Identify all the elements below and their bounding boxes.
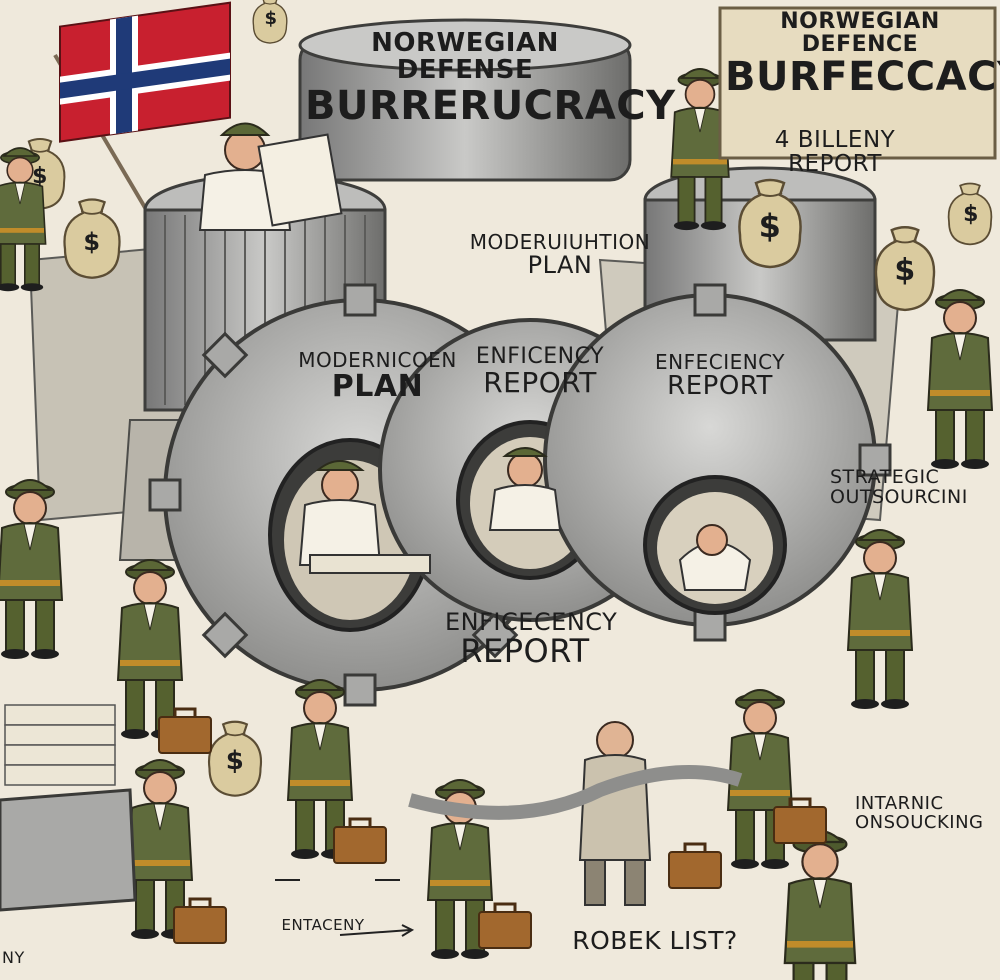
money-symbol-4: $ (894, 253, 916, 288)
corner-label: NY (2, 948, 25, 967)
gear-left-label: MODERNICOEN PLAN (290, 350, 465, 403)
strategic-line1: STRATEGIC (830, 466, 940, 488)
billion-report-label: 4 BILLENY REPORT (765, 128, 905, 176)
gear-right-label: ENFECIENCY REPORT (640, 352, 800, 400)
gear-left-line1: MODERNICOEN (298, 348, 457, 372)
money-symbol-6: $ (225, 746, 245, 776)
bureaucrat-in-gear-right (678, 524, 752, 591)
bottom-gear-label: ENFICECENCY REPORT (445, 608, 618, 671)
gear-center-line1: ENFICENCY (475, 344, 605, 369)
money-symbol-1: $ (32, 164, 48, 189)
center-plan-line2: PLAN (527, 251, 593, 279)
pipes (408, 765, 743, 820)
sign-title-line1: NORWEGIAN DEFENCE (780, 9, 940, 58)
center-plan-line1: MODERUIUHTION (469, 230, 651, 254)
report-sign-board (718, 6, 997, 160)
money-symbol-2: $ (83, 228, 101, 256)
internal-label: INTARNIC ONSOUCKING (855, 793, 1000, 833)
gear-center-line2: REPORT (483, 366, 597, 400)
top-title-line2: BURRERUCRACY (305, 82, 676, 129)
internal-line2: ONSOUCKING (855, 811, 984, 833)
money-symbol-7: $ (264, 8, 278, 29)
gear-center-label: ENFICENCY REPORT (465, 344, 615, 400)
bottom-gear-line1: ENFICECENCY (445, 608, 618, 636)
sign-title: NORWEGIAN DEFENCE BURFECCACY (725, 9, 1000, 101)
robek-list-label: ROBEK LIST? (572, 926, 738, 955)
internal-line1: INTARNIC (855, 793, 944, 814)
money-symbol-5: $ (963, 202, 979, 227)
gear-left-line2: PLAN (331, 369, 424, 404)
arrows (275, 879, 415, 937)
entacency-label: ENTACENY (281, 916, 365, 934)
norwegian-flag (53, 1, 231, 252)
gear-right-line2: REPORT (667, 371, 773, 401)
paper-stack-cart (0, 704, 137, 912)
bureaucrat-top-left (198, 122, 343, 231)
billion-report-line2: REPORT (788, 151, 882, 178)
bureaucrat-in-gear-left (298, 460, 431, 574)
sign-title-line2: BURFECCACY (725, 54, 1000, 101)
bottom-gear-line2: REPORT (460, 632, 590, 671)
top-title-line1: NORWEGIAN DEFENSE (371, 28, 559, 86)
top-title: NORWEGIAN DEFENSE BURRERUCRACY (305, 28, 676, 129)
billion-report-line1: 4 BILLENY (774, 127, 896, 153)
steel-drum-top (298, 18, 632, 182)
bureaucrat-in-gear-center (488, 447, 562, 531)
strategic-line2: OUTSOURCINI (830, 485, 968, 508)
strategic-label: STRATEGIC OUTSOURCINI (830, 466, 1000, 508)
gear-right-line1: ENFECIENCY (654, 350, 786, 374)
money-symbol-3: $ (758, 207, 782, 245)
center-plan-label: MODERUIUHTION PLAN (460, 232, 660, 278)
